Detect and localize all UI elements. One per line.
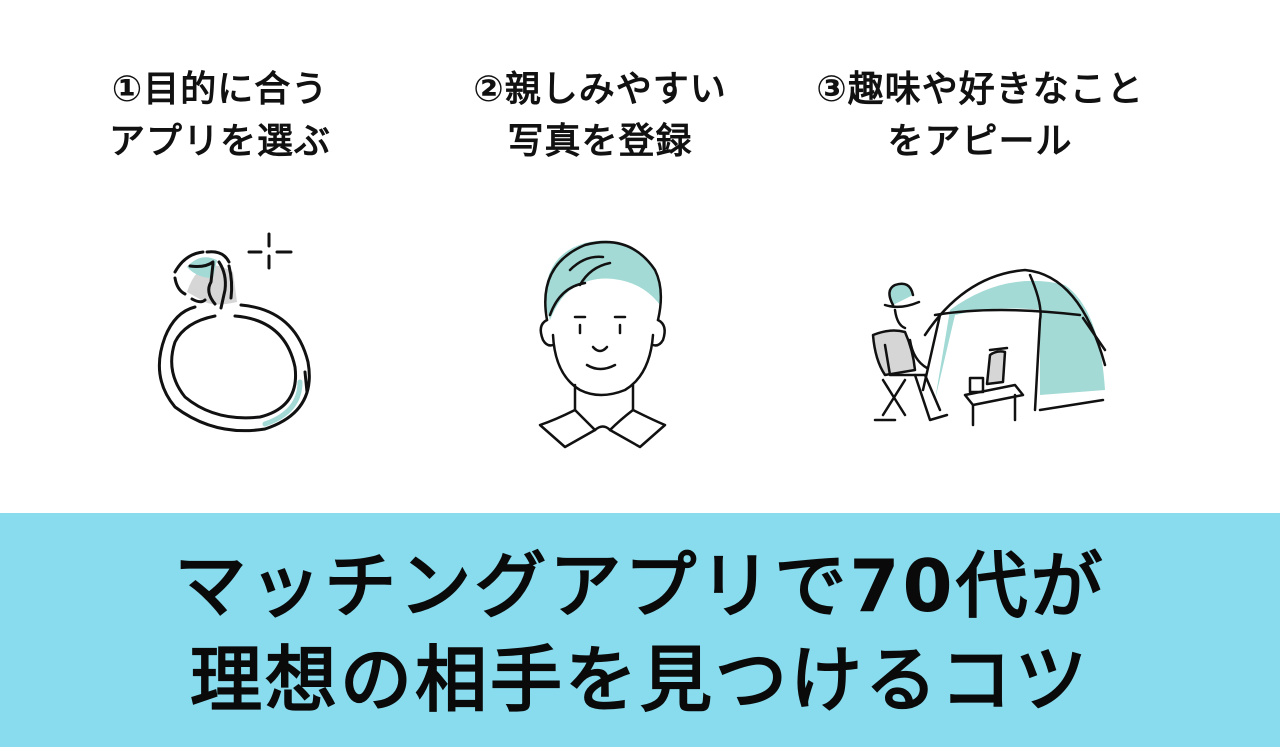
tip-1-title-line-2: アプリを選ぶ	[108, 121, 331, 162]
tip-2: ②親しみやすい 写真を登録	[440, 64, 760, 168]
tip-3: ③趣味や好きなこと をアピール	[790, 64, 1170, 168]
headline-line-2: 理想の相手を見つけるコツ	[189, 638, 1090, 722]
headline-line-1: マッチングアプリで70代が	[174, 544, 1106, 628]
tips-section: ①目的に合う アプリを選ぶ ②親しみやすい 写真を登録 ③趣味や好きなこと をア…	[60, 64, 1170, 449]
smiling-man-portrait-icon	[538, 240, 667, 449]
tip-3-title-line-2: をアピール	[887, 121, 1073, 162]
tip-3-title-line-1: ③趣味や好きなこと	[816, 69, 1144, 110]
tip-2-title-line-1: ②親しみやすい	[473, 69, 727, 110]
camping-tent-icon	[871, 268, 1107, 427]
headline-banner: マッチングアプリで70代が 理想の相手を見つけるコツ	[0, 513, 1280, 747]
engagement-ring-icon	[157, 232, 311, 433]
tip-1-title-line-1: ①目的に合う	[111, 69, 329, 110]
tip-2-title-line-2: 写真を登録	[507, 121, 693, 162]
tip-1: ①目的に合う アプリを選ぶ	[60, 64, 380, 168]
